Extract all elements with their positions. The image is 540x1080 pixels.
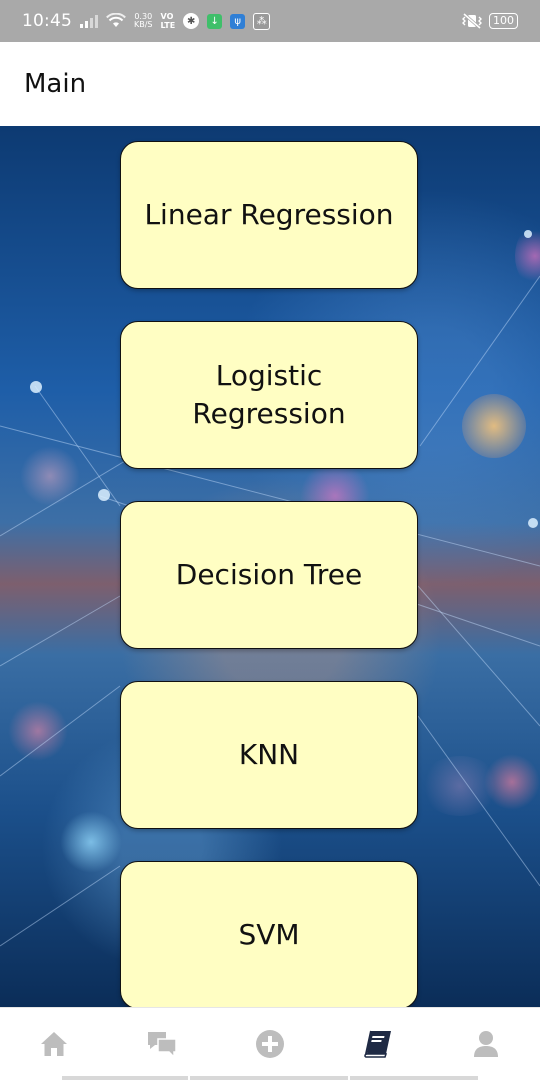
menu-item-label: Linear Regression xyxy=(144,198,394,231)
nav-profile[interactable] xyxy=(432,1008,540,1080)
network-type: VO LTE xyxy=(161,12,176,30)
nav-underline xyxy=(350,1076,478,1080)
download-notification-icon: ↓ xyxy=(207,13,223,29)
nav-chat[interactable] xyxy=(108,1008,216,1080)
bokeh-light xyxy=(515,226,540,286)
wifi-icon xyxy=(106,13,126,27)
status-time: 10:45 xyxy=(22,11,72,31)
status-left: 10:45 0.30 KB/S VO LTE ✱ ↓ ψ ⁂ xyxy=(22,11,271,31)
menu-item-svm[interactable]: SVM xyxy=(120,861,418,1007)
add-circle-icon xyxy=(256,1030,284,1058)
signal-icon xyxy=(80,14,98,28)
share-notification-icon: ⁂ xyxy=(253,12,271,30)
status-bar: 10:45 0.30 KB/S VO LTE ✱ ↓ ψ ⁂ xyxy=(0,0,540,42)
menu-item-label: SVM xyxy=(238,918,300,951)
bokeh-light xyxy=(484,754,540,810)
network-type-bottom: LTE xyxy=(160,21,176,30)
usb-notification-icon: ψ xyxy=(230,13,246,29)
page-title: Main xyxy=(24,69,87,99)
menu-item-label: Decision Tree xyxy=(175,558,363,591)
menu-item-linear-regression[interactable]: Linear Regression xyxy=(120,141,418,289)
menu-item-label: Logistic Regression xyxy=(192,359,346,430)
menu-item-label: KNN xyxy=(238,738,300,771)
nav-underline xyxy=(62,1076,188,1080)
app-bar: Main xyxy=(0,42,540,126)
bokeh-light xyxy=(420,756,500,816)
menu-item-decision-tree[interactable]: Decision Tree xyxy=(120,501,418,649)
network-type-top: VO xyxy=(160,12,174,21)
bokeh-light xyxy=(8,701,68,761)
battery-indicator: 100 xyxy=(489,13,518,29)
bokeh-light xyxy=(60,811,122,873)
home-icon xyxy=(41,1032,67,1056)
bokeh-light xyxy=(462,394,526,458)
nav-home[interactable] xyxy=(0,1008,108,1080)
book-icon xyxy=(364,1030,391,1058)
nav-book[interactable] xyxy=(324,1008,432,1080)
chat-icon xyxy=(148,1032,177,1059)
bokeh-light xyxy=(20,446,80,506)
menu-item-knn[interactable]: KNN xyxy=(120,681,418,829)
nav-add[interactable] xyxy=(216,1008,324,1080)
status-right: 100 xyxy=(461,13,518,29)
content-area: Linear Regression Logistic Regression De… xyxy=(0,126,540,1007)
bottom-nav xyxy=(0,1007,540,1080)
speed-unit: KB/S xyxy=(134,20,153,29)
network-speed: 0.30 KB/S xyxy=(134,13,153,29)
nav-underline xyxy=(190,1076,348,1080)
bluetooth-notification-icon: ✱ xyxy=(183,13,200,29)
user-icon xyxy=(474,1031,498,1057)
menu-item-logistic-regression[interactable]: Logistic Regression xyxy=(120,321,418,469)
vibrate-mute-icon xyxy=(462,13,482,29)
speed-value: 0.30 xyxy=(134,12,153,21)
